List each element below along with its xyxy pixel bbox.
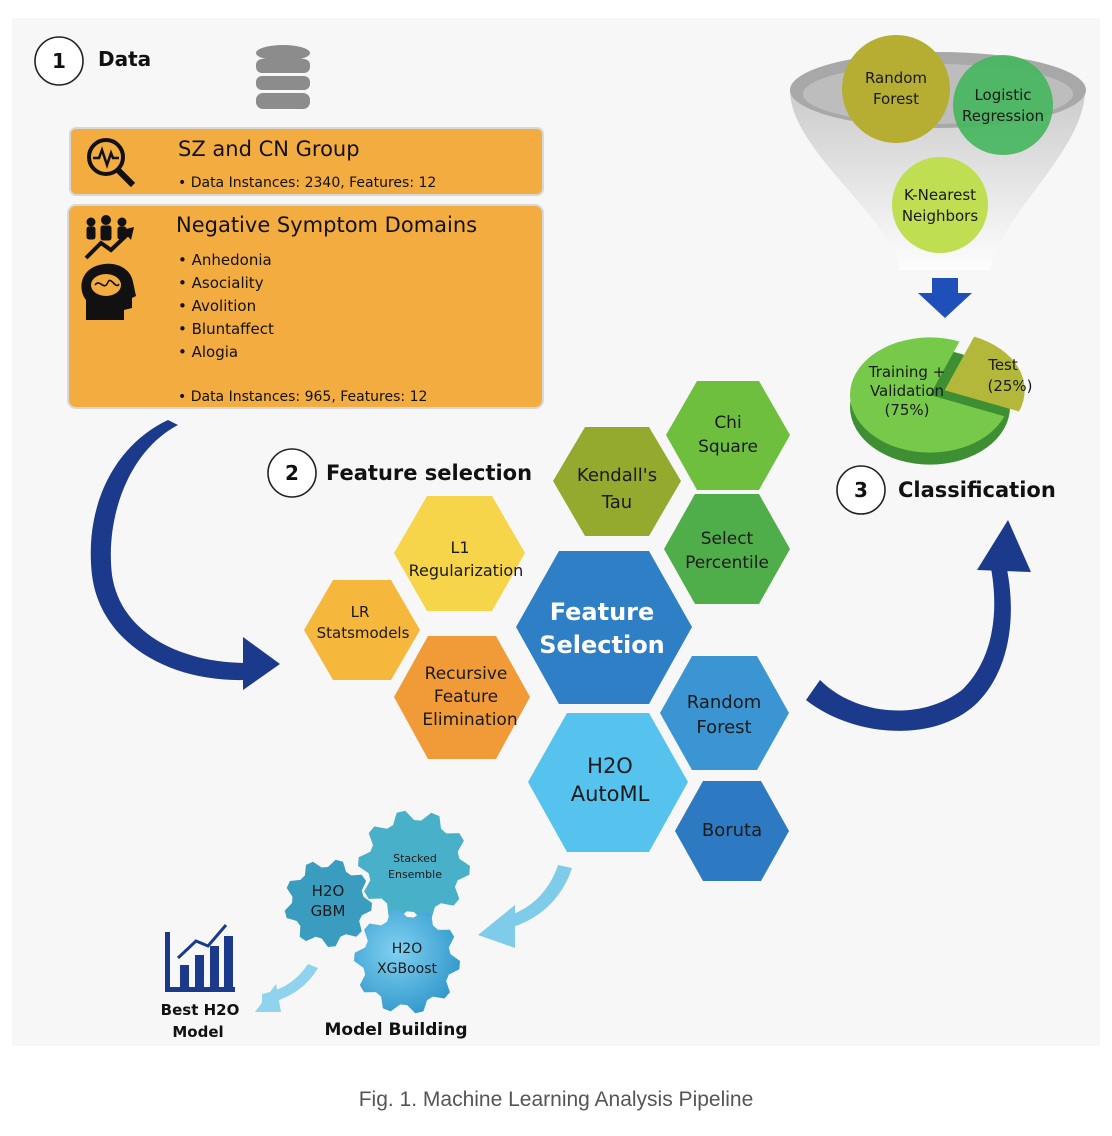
svg-text:Recursive: Recursive	[425, 664, 508, 684]
best-model-label: Best H2O	[161, 1001, 240, 1019]
svg-text:H2O: H2O	[312, 882, 345, 900]
pie-slices	[850, 336, 1025, 465]
gear-shape	[354, 908, 460, 1014]
group-box-title: SZ and CN Group	[178, 137, 360, 161]
symptom-box: Negative Symptom Domains • Anhedonia • A…	[67, 204, 544, 409]
bar-chart-icon	[165, 924, 235, 992]
flow-arrow-automl-to-models	[478, 865, 572, 948]
section-data-header: 1 Data	[34, 36, 151, 86]
svg-text:Tau: Tau	[601, 492, 632, 513]
svg-text:L1: L1	[450, 538, 469, 557]
flow-arrow-features-to-classification	[806, 520, 1031, 731]
gear-stacked-ensemble: Stacked Ensemble	[358, 810, 470, 922]
best-model-label: Model	[172, 1023, 223, 1041]
svg-text:Forest: Forest	[696, 717, 751, 738]
group-box: SZ and CN Group • Data Instances: 2340, …	[69, 127, 544, 196]
people-growth-icon	[84, 215, 134, 260]
arrow-down-icon	[918, 278, 972, 318]
symptom-item: • Avolition	[178, 297, 256, 315]
gear-h2o-gbm: H2O GBM	[284, 859, 372, 947]
train-test-pie: Training + Validation (75%) Test (25%)	[850, 336, 1033, 465]
section-title: Data	[98, 47, 151, 71]
svg-text:Stacked: Stacked	[393, 852, 437, 865]
pie-label-train: (75%)	[884, 401, 929, 419]
hex-random-forest: Random Forest	[660, 656, 789, 770]
svg-text:Logistic: Logistic	[974, 86, 1031, 104]
section-number: 3	[854, 478, 868, 502]
svg-text:Selection: Selection	[539, 631, 665, 659]
brain-head-icon	[81, 263, 136, 320]
flow-arrow-to-best-model	[255, 964, 318, 1012]
symptom-item: • Bluntaffect	[178, 320, 274, 338]
model-building-title: Model Building	[324, 1020, 467, 1040]
svg-text:Percentile: Percentile	[685, 553, 769, 573]
hex-l1-regularization: L1 Regularization	[394, 496, 525, 611]
svg-text:GBM: GBM	[311, 902, 346, 920]
svg-text:Boruta: Boruta	[702, 820, 762, 841]
svg-text:Statsmodels: Statsmodels	[317, 624, 410, 642]
section-classification-header: 3 Classification	[836, 465, 1056, 515]
hex-lr-statsmodels: LR Statsmodels	[304, 580, 420, 680]
gear-h2o-xgboost: H2O XGBoost	[354, 908, 460, 1014]
svg-text:K-Nearest: K-Nearest	[904, 186, 976, 204]
gear-shape	[358, 810, 470, 922]
hex-boruta: Boruta	[675, 781, 789, 881]
symptom-box-title: Negative Symptom Domains	[176, 213, 477, 237]
svg-text:Neighbors: Neighbors	[902, 207, 979, 225]
flow-arrow-data-to-features	[90, 420, 280, 690]
hex-feature-selection-center: Feature Selection	[516, 551, 692, 704]
svg-text:Square: Square	[698, 437, 758, 457]
section-number: 1	[52, 49, 66, 73]
pie-label-test: Test	[987, 356, 1018, 374]
figure-caption: Fig. 1. Machine Learning Analysis Pipeli…	[358, 1088, 754, 1111]
svg-text:Kendall's: Kendall's	[577, 465, 657, 486]
hex-h2o-automl: H2O AutoML	[528, 713, 688, 852]
svg-text:Feature: Feature	[434, 687, 498, 707]
section-title: Feature selection	[326, 461, 532, 485]
pie-label-test: (25%)	[987, 377, 1032, 395]
svg-text:H2O: H2O	[392, 941, 422, 957]
svg-text:Ensemble: Ensemble	[388, 868, 442, 881]
classifier-knn: K-Nearest Neighbors	[892, 157, 988, 253]
svg-text:Regression: Regression	[962, 107, 1044, 125]
hex-select-percentile: Select Percentile	[664, 494, 790, 604]
svg-text:H2O: H2O	[587, 754, 633, 778]
hex-recursive-feature-elimination: Recursive Feature Elimination	[394, 636, 530, 759]
svg-text:Random: Random	[865, 69, 927, 87]
svg-text:Random: Random	[687, 692, 762, 713]
pie-slice-test	[944, 336, 1025, 412]
svg-text:Select: Select	[701, 529, 754, 549]
pie-label-train: Validation	[870, 382, 944, 400]
hex-chi-square: Chi Square	[666, 381, 790, 490]
search-icon	[87, 138, 136, 188]
section-number: 2	[285, 461, 299, 485]
svg-text:Elimination: Elimination	[422, 710, 517, 730]
symptom-item: • Asociality	[178, 274, 264, 292]
section-feature-header: 2 Feature selection	[267, 448, 532, 498]
symptom-item: • Alogia	[178, 343, 238, 361]
hex-kendall-tau: Kendall's Tau	[553, 427, 681, 536]
svg-text:AutoML: AutoML	[571, 782, 650, 806]
svg-text:LR: LR	[351, 603, 370, 621]
database-icon	[256, 45, 310, 109]
symptom-item: • Anhedonia	[178, 251, 272, 269]
symptom-box-bullet: • Data Instances: 965, Features: 12	[178, 389, 427, 405]
classifier-random-forest: Random Forest	[842, 35, 950, 143]
pie-label-train: Training +	[868, 363, 946, 381]
pie-slice-train	[850, 337, 1005, 453]
svg-text:Forest: Forest	[873, 90, 919, 108]
svg-text:Feature: Feature	[550, 598, 655, 626]
section-title: Classification	[898, 478, 1056, 502]
svg-text:Regularization: Regularization	[409, 561, 524, 580]
gear-shape	[284, 859, 372, 947]
svg-text:XGBoost: XGBoost	[377, 961, 437, 977]
classifier-logistic-regression: Logistic Regression	[953, 55, 1053, 155]
group-box-bullet: • Data Instances: 2340, Features: 12	[178, 175, 436, 191]
svg-text:Chi: Chi	[714, 413, 741, 433]
